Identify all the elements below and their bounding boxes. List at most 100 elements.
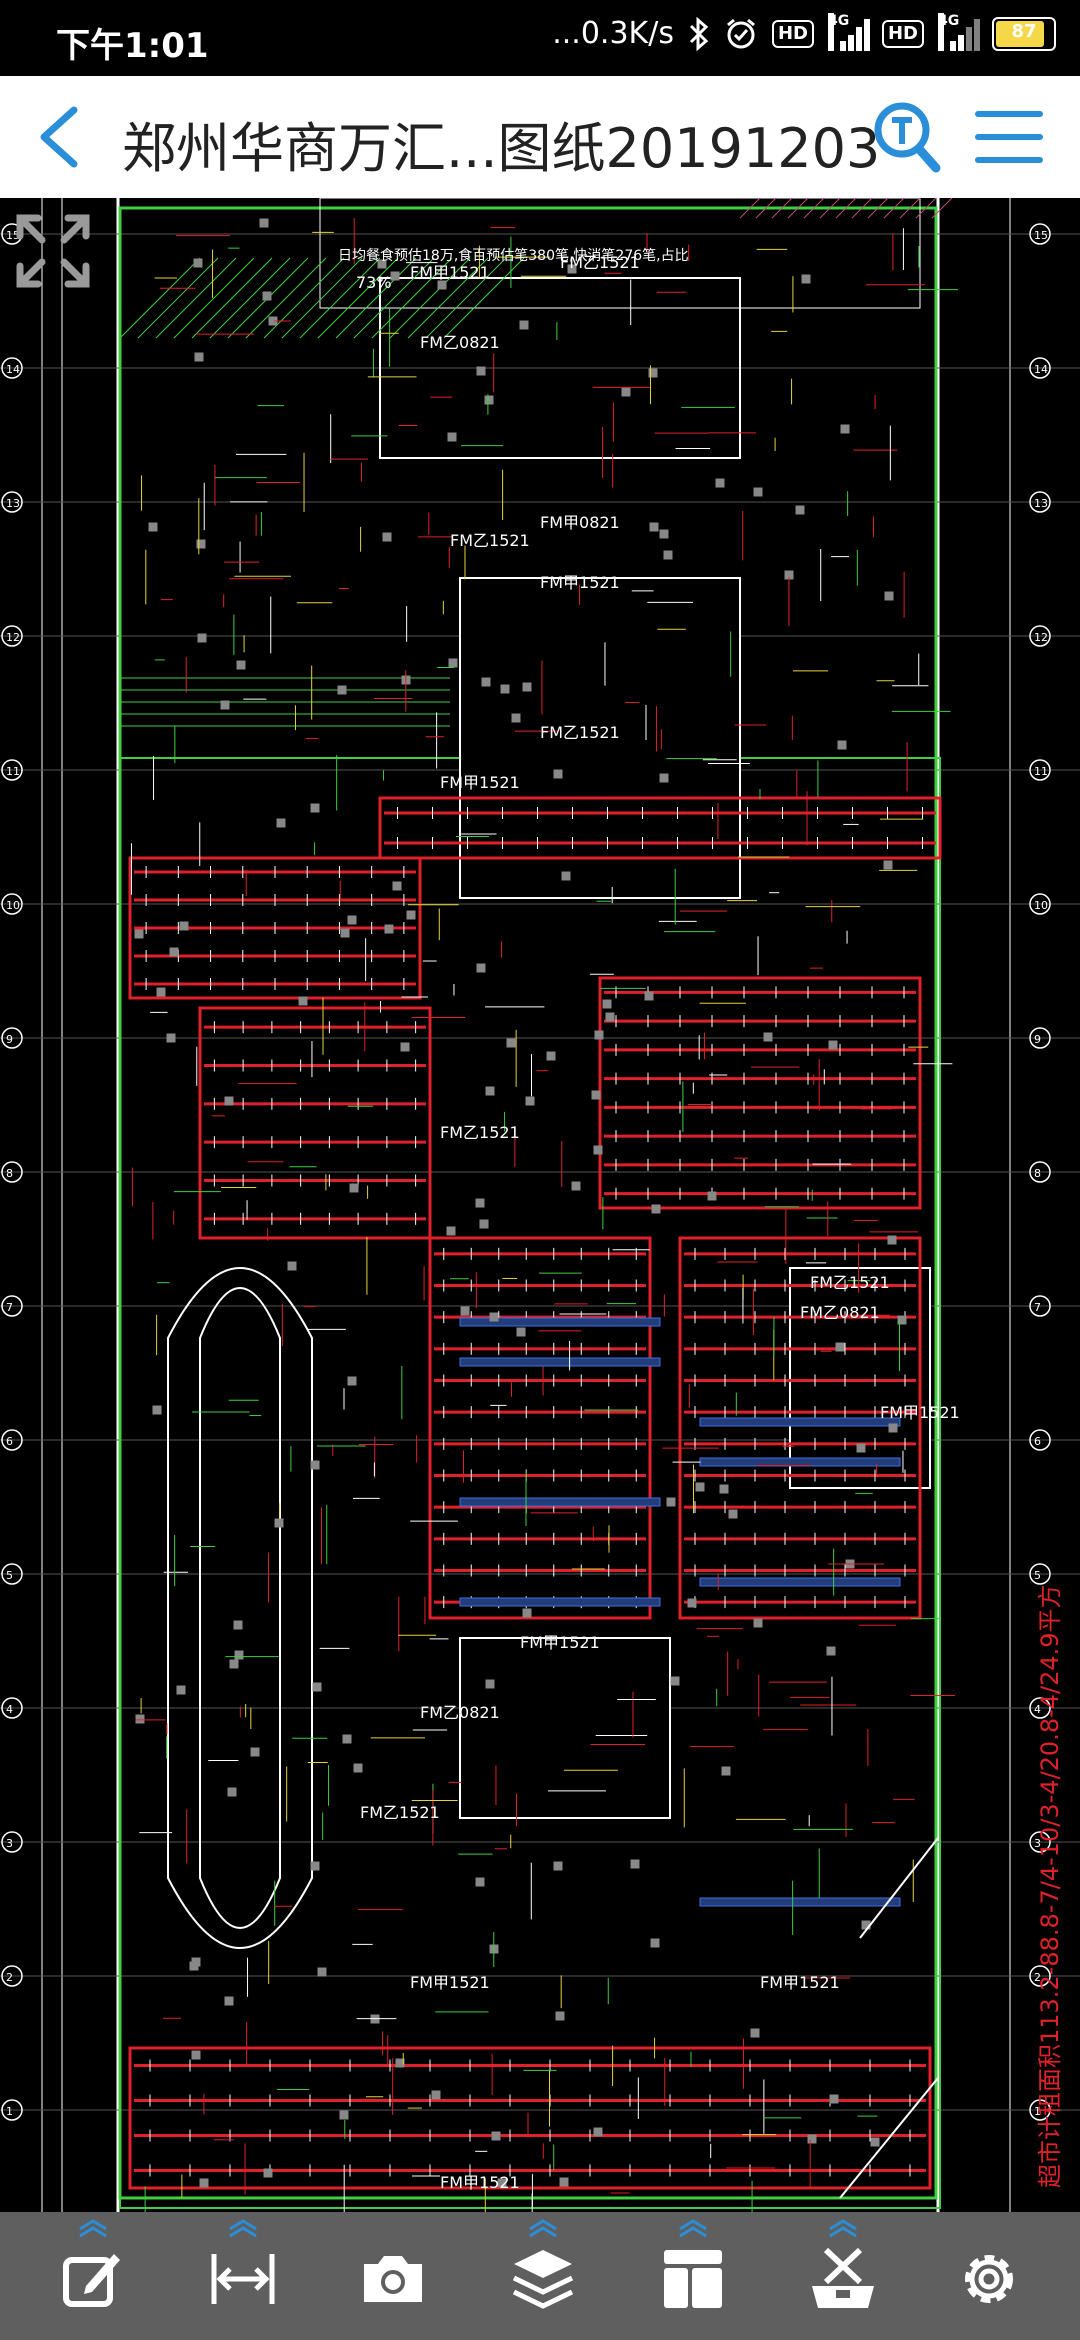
structural-column <box>753 1618 763 1628</box>
hatch-line <box>883 198 905 219</box>
aisle-highlight <box>699 1577 901 1587</box>
grid-bubble <box>1 1697 23 1719</box>
grid-label: 12 <box>1034 631 1048 644</box>
grid-bubble <box>1029 1161 1051 1183</box>
grid-bubble <box>1 2099 23 2121</box>
structural-column <box>234 1650 244 1660</box>
structural-column <box>497 2178 507 2188</box>
grid-bubble <box>1029 1429 1051 1451</box>
structural-column <box>199 2178 209 2188</box>
door-label: FM甲1521 <box>520 1633 600 1652</box>
structural-column <box>659 529 669 539</box>
door-label: FM乙0821 <box>420 333 500 352</box>
layout-tool-button[interactable] <box>638 2212 748 2340</box>
structural-column <box>728 1509 738 1519</box>
structural-column <box>648 368 658 378</box>
structural-column <box>274 1518 284 1528</box>
aisle-highlight <box>459 1357 661 1367</box>
layers-tool-button[interactable] <box>488 2212 598 2340</box>
structural-column <box>670 1676 680 1686</box>
fullscreen-icon[interactable] <box>14 212 92 290</box>
status-bar: 下午1:01 ...0.3K/s HD 4G HD 4G 87 <box>0 0 1080 76</box>
zone-outline <box>459 1637 671 1819</box>
grid-label: 3 <box>1034 1837 1041 1850</box>
structural-column <box>342 1734 352 1744</box>
menu-icon[interactable] <box>974 108 1044 166</box>
grid-bubble <box>1 1027 23 1049</box>
door-label: FM乙1521 <box>360 1803 440 1822</box>
structural-column <box>594 1030 604 1040</box>
structural-column <box>687 1598 697 1608</box>
diagonal-wall <box>839 2077 939 2199</box>
structural-column <box>447 432 457 442</box>
status-icons: ...0.3K/s HD 4G HD 4G 87 <box>552 12 1056 51</box>
camera-tool-button[interactable] <box>338 2212 448 2340</box>
settings-tool-button[interactable] <box>934 2212 1044 2340</box>
hd-badge: HD <box>881 19 924 48</box>
toolbox-tool-button[interactable] <box>788 2212 898 2340</box>
structural-column <box>695 1482 705 1492</box>
door-label: FM甲1521 <box>440 2173 520 2192</box>
structural-column <box>347 915 357 925</box>
rack-zone <box>598 976 922 1210</box>
back-icon[interactable] <box>30 104 90 170</box>
parking-ramp <box>199 1287 281 1929</box>
grid-bubble <box>1029 491 1051 513</box>
measure-tool-button[interactable] <box>188 2212 298 2340</box>
structural-column <box>479 1219 489 1229</box>
structural-column <box>152 1405 162 1415</box>
door-label: FM乙1521 <box>440 1123 520 1142</box>
rack-zone <box>128 2046 932 2190</box>
structural-column <box>489 1312 499 1322</box>
structural-column <box>349 1183 359 1193</box>
hatch-line <box>137 257 219 339</box>
annotate-tool-button[interactable] <box>38 2212 148 2340</box>
structural-column <box>475 1198 485 1208</box>
structural-column <box>340 928 350 938</box>
hatch-line <box>915 198 937 219</box>
structural-column <box>298 996 308 1006</box>
structural-column <box>837 740 847 750</box>
structural-column <box>194 352 204 362</box>
structural-column <box>196 539 206 549</box>
hatch-line <box>851 198 873 219</box>
structural-column <box>807 2134 817 2144</box>
zone-outline <box>789 1267 931 1489</box>
structural-column <box>828 1040 838 1050</box>
structural-column <box>384 924 394 934</box>
structural-column <box>591 1090 601 1100</box>
grid-bubble <box>1029 625 1051 647</box>
grid-label: 10 <box>6 899 20 912</box>
grid-bubble <box>1 491 23 513</box>
structural-column <box>262 291 272 301</box>
structural-column <box>715 478 725 488</box>
structural-column <box>829 2094 839 2104</box>
diagonal-wall <box>859 1837 939 1939</box>
grid-label: 15 <box>1034 229 1048 242</box>
structural-column <box>522 682 532 692</box>
door-label: FM甲1521 <box>540 573 620 592</box>
grid-bubble <box>1 1965 23 1987</box>
hd-badge: HD <box>771 19 814 48</box>
structural-column <box>220 700 230 710</box>
grid-label: 4 <box>1034 1703 1041 1716</box>
structural-column <box>347 1376 357 1386</box>
structural-column <box>476 366 486 376</box>
structural-column <box>753 487 763 497</box>
grid-label: 4 <box>6 1703 13 1716</box>
door-label: FM甲1521 <box>410 1973 490 1992</box>
grid-bubble <box>1 1429 23 1451</box>
structural-column <box>166 1033 176 1043</box>
structural-column <box>883 860 893 870</box>
structural-column <box>644 991 654 1001</box>
structural-column <box>663 550 673 560</box>
grid-bubble <box>1 1831 23 1853</box>
network-speed: ...0.3K/s <box>552 16 674 51</box>
grid-bubble <box>1029 1295 1051 1317</box>
expand-up-icon <box>829 2219 857 2238</box>
structural-column <box>651 1204 661 1214</box>
structural-column <box>353 1763 363 1773</box>
text-search-icon[interactable] <box>872 100 942 174</box>
